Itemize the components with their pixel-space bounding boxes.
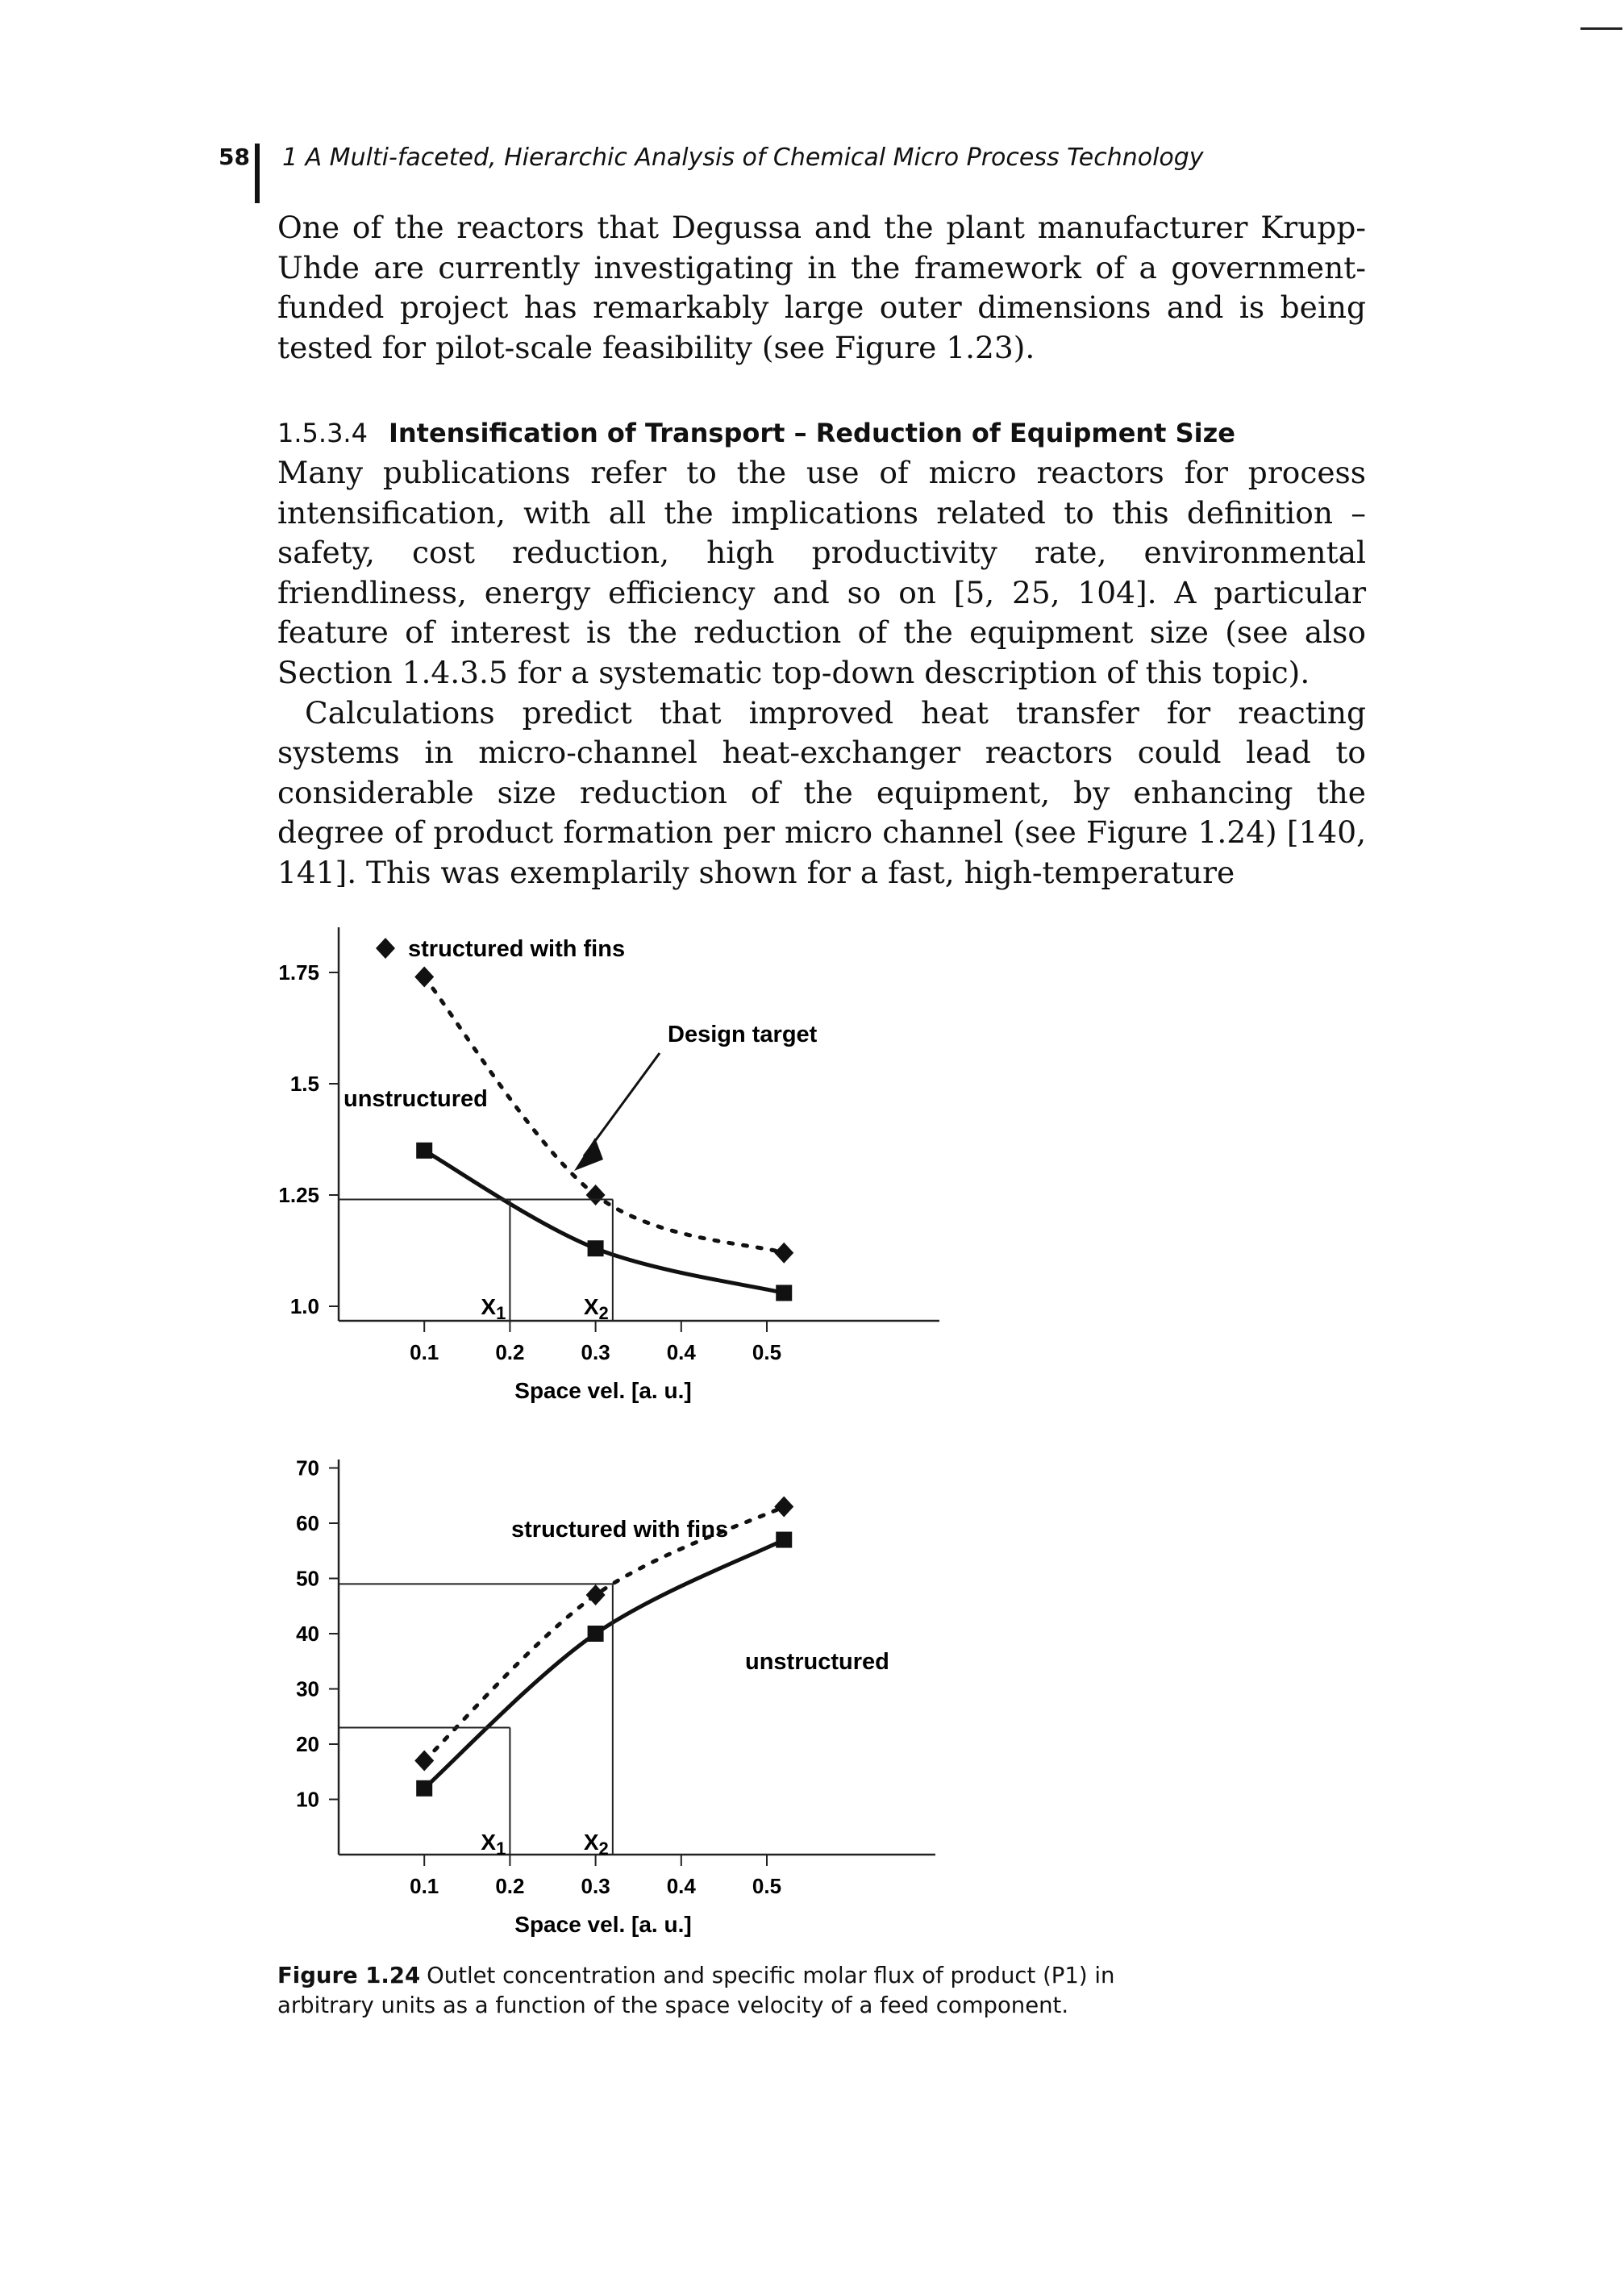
x-tick-label: 0.2 [495, 1874, 524, 1898]
y-tick-label: 1.5 [290, 1072, 319, 1096]
diamond-marker [585, 1584, 606, 1606]
x-tick-label: 0.1 [410, 1340, 439, 1364]
x1-label: X1 [481, 1830, 506, 1859]
intro-paragraph: One of the reactors that Degussa and the… [277, 208, 1366, 368]
x1-label: X1 [481, 1294, 506, 1323]
x-tick-label: 0.3 [581, 1340, 610, 1364]
square-marker [776, 1285, 793, 1301]
running-head-title: 1 A Multi-faceted, Hierarchic Analysis o… [282, 144, 1204, 172]
section-number: 1.5.3.4 [277, 418, 368, 448]
y-tick-label: 70 [296, 1456, 319, 1480]
series-line-unstructured [423, 1538, 785, 1790]
page-number: 58 [219, 144, 250, 170]
series-label-structured-with-fins: structured with fins [511, 1517, 728, 1543]
y-tick-label: 20 [296, 1732, 319, 1756]
section-1-5-3-4: 1.5.3.4 Intensification of Transport – Re… [277, 413, 1366, 893]
running-head-rule [255, 144, 260, 203]
y-tick-label: 40 [296, 1622, 319, 1646]
design-target-label: Design target [668, 1022, 818, 1047]
diamond-marker [585, 1185, 606, 1205]
diamond-marker [774, 1496, 794, 1518]
section-heading: 1.5.3.4 Intensification of Transport – Re… [277, 413, 1366, 453]
y-tick-label: 10 [296, 1788, 319, 1812]
x-tick-label: 0.4 [667, 1874, 697, 1898]
x-tick-label: 0.5 [752, 1340, 781, 1364]
design-target-pointer [582, 1052, 661, 1157]
square-marker [416, 1780, 433, 1797]
y-tick-label: 60 [296, 1511, 319, 1535]
x-tick-label: 0.5 [752, 1874, 781, 1898]
x-tick-label: 0.2 [495, 1340, 524, 1364]
y-tick-label: 1.75 [278, 960, 319, 985]
corner-rule [1580, 27, 1622, 30]
design-target-arrowhead [574, 1138, 603, 1171]
x-axis-label: Space vel. [a. u.] [514, 1378, 691, 1403]
diamond-marker [774, 1242, 794, 1264]
series-line-structured-with-fins [422, 1504, 786, 1763]
paragraph: One of the reactors that Degussa and the… [277, 210, 1366, 365]
x2-label: X2 [584, 1294, 609, 1323]
x-tick-label: 0.3 [581, 1874, 610, 1898]
diamond-marker [414, 1750, 435, 1772]
series-label-unstructured: unstructured [745, 1649, 889, 1675]
y-tick-label: 1.0 [290, 1294, 319, 1318]
series-label-unstructured: unstructured [344, 1086, 488, 1112]
series-line-structured-with-fins [422, 975, 786, 1255]
square-marker [587, 1626, 604, 1642]
x-tick-label: 0.4 [667, 1340, 697, 1364]
y-tick-label: 30 [296, 1677, 319, 1701]
caption-label: Figure 1.24 [277, 1963, 421, 1988]
caption-text: Outlet concentration and specific molar … [277, 1963, 1115, 2018]
square-marker [776, 1531, 793, 1548]
x-axis-label: Space vel. [a. u.] [514, 1912, 691, 1937]
y-tick-label: 1.25 [278, 1183, 319, 1207]
square-marker [416, 1142, 433, 1159]
series-label-structured-with-fins: structured with fins [408, 936, 625, 962]
x2-label: X2 [584, 1830, 609, 1859]
y-tick-label: 50 [296, 1567, 319, 1591]
paragraph: Calculations predict that improved heat … [277, 694, 1366, 890]
series-line-unstructured [423, 1148, 785, 1295]
x-tick-label: 0.1 [410, 1874, 439, 1898]
square-marker [587, 1240, 604, 1257]
legend-diamond-marker [376, 938, 395, 959]
paragraph: Many publications refer to the use of mi… [277, 455, 1366, 690]
section-title: Intensification of Transport – Reduction… [388, 418, 1235, 448]
diamond-marker [414, 966, 435, 988]
